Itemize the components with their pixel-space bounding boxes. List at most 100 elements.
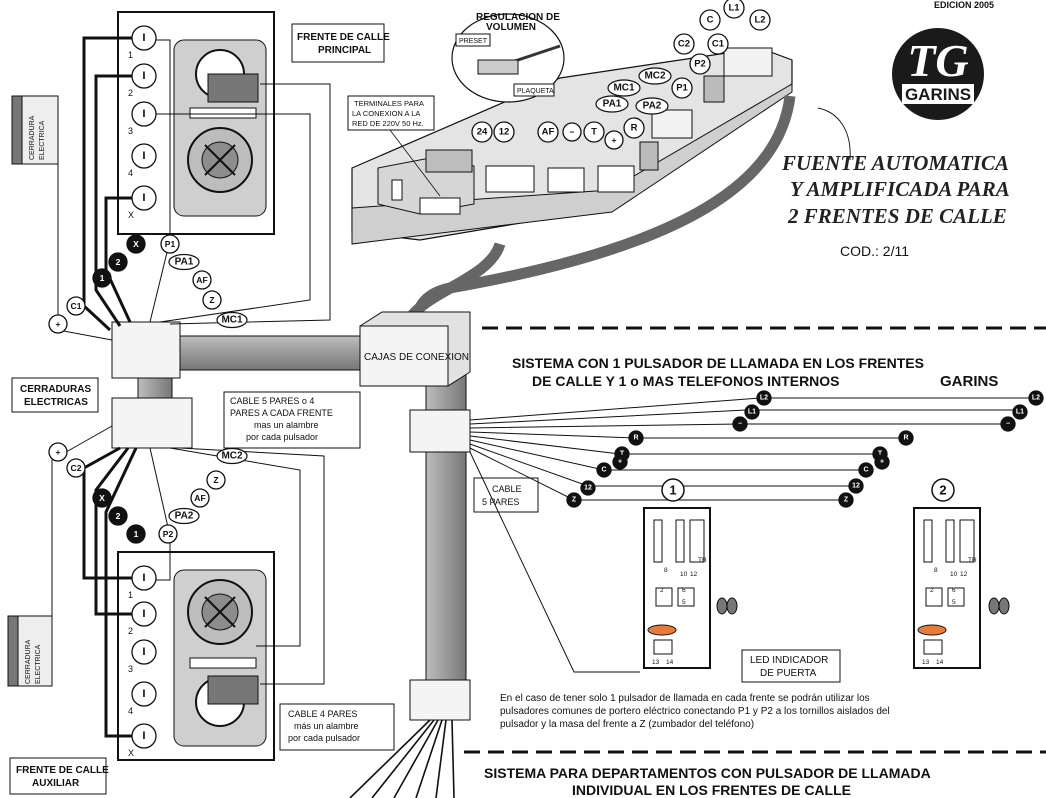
svg-text:X: X — [99, 493, 105, 503]
bus2-tag-minus: − — [1000, 416, 1016, 432]
svg-text:I: I — [142, 572, 145, 584]
svg-text:Z: Z — [844, 497, 849, 504]
frente-bottom-tag-mc2: MC2 — [216, 447, 248, 465]
cable-bottom-callout: CABLE 4 PARES más un alambre por cada pu… — [279, 703, 395, 751]
svg-text:C: C — [707, 15, 714, 26]
wire-frente-bottom-2 — [94, 447, 132, 616]
terminales-label-3: RED DE 220V 50 Hz. — [352, 119, 424, 128]
frente-bottom-tag-p2: P2 — [158, 524, 178, 544]
bus1-tag-12: 12 — [580, 480, 596, 496]
terminales-callout: TERMINALES PARA LA CONEXION A LA RED DE … — [347, 95, 441, 197]
cable5-label-1: CABLE — [492, 484, 522, 494]
svg-text:2: 2 — [116, 257, 121, 267]
svg-text:PA1: PA1 — [175, 257, 194, 268]
cajas-de-conexion-box: CAJAS DE CONEXION — [359, 311, 471, 387]
frente-principal-button-2: I — [131, 63, 157, 89]
frente-principal-number-2: 2 — [128, 88, 133, 98]
cerradura-top-label-1: CERRADURA — [29, 115, 36, 160]
svg-text:L1: L1 — [1016, 409, 1024, 416]
frente-top-tag-2: 2 — [108, 252, 128, 272]
svg-text:AF: AF — [542, 127, 555, 138]
bus2-tag-12: 12 — [848, 478, 864, 494]
wire-frente-top-x — [104, 196, 132, 323]
phone-1-number: 1 — [669, 483, 676, 498]
phone2-term-14: 14 — [936, 659, 944, 666]
phone1-term-2: 2 — [660, 587, 664, 594]
svg-text:+: + — [56, 447, 61, 457]
bus1-tag-plus: + — [612, 454, 628, 470]
svg-text:+: + — [880, 459, 884, 466]
frente-principal-button-X: I — [131, 185, 157, 211]
psu-tag-pa1: PA1 — [595, 95, 629, 113]
cable-top-label-2: PARES A CADA FRENTE — [230, 408, 333, 418]
svg-text:−: − — [738, 421, 742, 428]
svg-text:12: 12 — [852, 483, 860, 490]
phone-1: 1 — [643, 478, 711, 669]
frente-bottom-tag-plus: + — [48, 442, 68, 462]
psu-tag-r: R — [623, 117, 645, 139]
wire-frente-bottom-x — [104, 447, 138, 738]
regulacion-label-2: VOLUMEN — [486, 22, 536, 33]
junction-box-left-bottom — [111, 397, 193, 449]
svg-text:R: R — [633, 435, 638, 442]
cable-top-label-4: por cada pulsador — [246, 432, 318, 442]
psu-tag-c: C — [699, 9, 721, 31]
svg-text:P2: P2 — [694, 59, 706, 70]
svg-text:1: 1 — [134, 529, 139, 539]
svg-text:L2: L2 — [754, 15, 765, 26]
phone2-term-12: 12 — [960, 571, 968, 578]
bus2-tag-r: R — [898, 430, 914, 446]
frente-auxiliar-number-X: X — [128, 748, 134, 758]
svg-text:Z: Z — [213, 475, 218, 485]
title-arrow — [817, 107, 851, 161]
svg-text:I: I — [142, 192, 145, 204]
section2-line2: INDIVIDUAL EN LOS FRENTES DE CALLE — [572, 782, 851, 798]
svg-text:PA2: PA2 — [175, 511, 194, 522]
svg-text:P2: P2 — [163, 529, 174, 539]
regulacion-label-1: REGULACION DE — [476, 12, 560, 23]
cajas-label: CAJAS DE CONEXION — [364, 352, 469, 363]
frente-top-tag-af: AF — [192, 270, 212, 290]
plaqueta-label: PLAQUETA — [517, 88, 554, 95]
logo-brand: GARINS — [905, 85, 971, 104]
phone1-term-12: 12 — [690, 571, 698, 578]
section2-line1: SISTEMA PARA DEPARTAMENTOS CON PULSADOR … — [484, 765, 931, 781]
product-code: COD.: 2/11 — [840, 243, 909, 259]
svg-text:+: + — [612, 135, 617, 145]
svg-text:−: − — [570, 127, 575, 137]
svg-text:I: I — [142, 730, 145, 742]
svg-text:24: 24 — [477, 127, 488, 138]
volume-regulation-inset: REGULACION DE VOLUMEN PRESET PLAQUETA — [451, 12, 565, 103]
frente-auxiliar-label-1: FRENTE DE CALLE — [16, 765, 109, 776]
frente-principal-button-1: I — [131, 25, 157, 51]
terminales-label-1: TERMINALES PARA — [354, 99, 424, 108]
frente-top-tag-z: Z — [202, 290, 222, 310]
power-supply-board — [351, 47, 793, 245]
svg-text:I: I — [142, 608, 145, 620]
note-line-3: pulsador y la masa del frente a Z (zumba… — [500, 719, 754, 730]
junction-box-low — [409, 679, 471, 721]
svg-text:+: + — [56, 319, 61, 329]
bus1-tag-minus: − — [732, 416, 748, 432]
frente-top-tag-plus: + — [48, 314, 68, 334]
psu-tag-12v: 12 — [493, 121, 515, 143]
bus2-tag-l1: L1 — [1012, 404, 1028, 420]
frente-auxiliar-button-3: I — [131, 639, 157, 665]
bus2-tag-z: Z — [838, 492, 854, 508]
bottom-fanout-wires — [349, 719, 455, 798]
frente-auxiliar-number-2: 2 — [128, 626, 133, 636]
frente-principal-number-4: 4 — [128, 168, 133, 178]
svg-text:C1: C1 — [71, 301, 82, 311]
svg-text:C2: C2 — [71, 463, 82, 473]
svg-text:R: R — [631, 123, 638, 134]
cable-top-label-1: CABLE 5 PARES o 4 — [230, 396, 314, 406]
psu-tag-p1: P1 — [671, 77, 693, 99]
frente-principal-label-1: FRENTE DE CALLE — [297, 32, 390, 43]
psu-tag-pa2: PA2 — [635, 97, 669, 115]
phone1-term-8: 8 — [664, 567, 668, 574]
cerradura-bottom-label-2: ELECTRICA — [35, 644, 42, 684]
section1-line1: SISTEMA CON 1 PULSADOR DE LLAMADA EN LOS… — [512, 355, 924, 371]
cerraduras-callout: CERRADURAS ELECTRICAS — [11, 377, 99, 413]
